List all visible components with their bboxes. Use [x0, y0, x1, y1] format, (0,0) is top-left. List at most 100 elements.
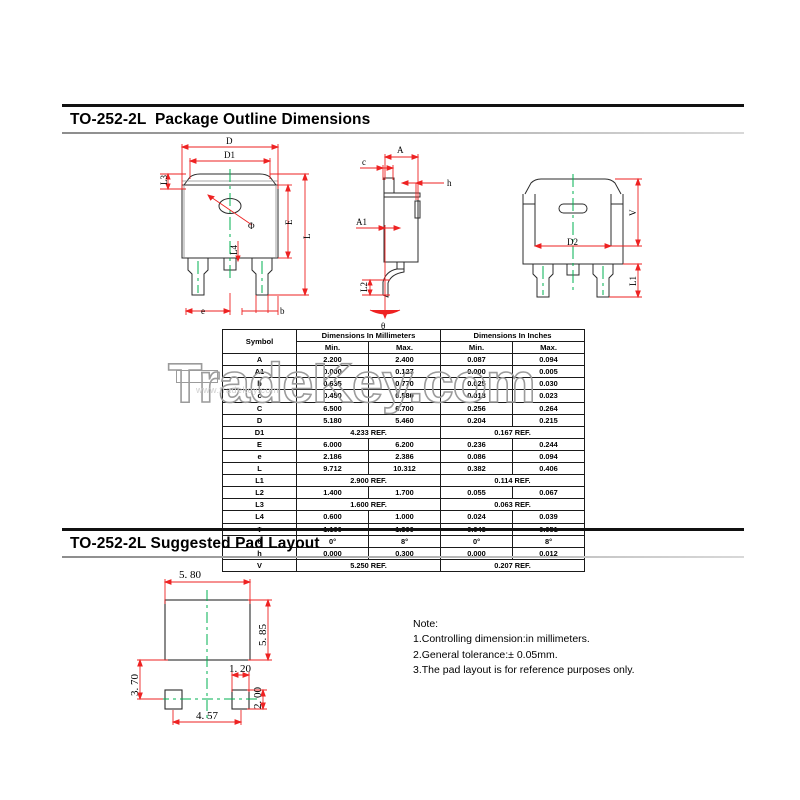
cell-mm-ref: 5.250 REF.: [296, 558, 441, 572]
notes-heading: Note:: [413, 618, 439, 630]
drawing-pad-layout: 5. 80 4. 57 1. 20 5. 85 3. 70 2. 00: [118, 562, 293, 732]
cell-mm-min: 6.500: [296, 401, 369, 415]
label-e: e: [201, 306, 205, 316]
cell-in-max: 0.406: [511, 462, 586, 476]
cell-symbol: A1: [222, 365, 297, 379]
cell-in-min: 0.382: [440, 462, 513, 476]
label-L3: L3: [159, 175, 169, 185]
label-L1: L1: [628, 276, 638, 286]
cell-in-ref: 0.063 REF.: [439, 498, 586, 512]
cell-mm-max: 0.770: [368, 377, 441, 391]
cell-symbol: L3: [222, 498, 297, 512]
cell-mm-min: 2.186: [296, 449, 369, 464]
note-item: 3.The pad layout is for reference purpos…: [413, 664, 635, 677]
pad-label-lead-offset: 3. 70: [129, 674, 141, 697]
cell-mm-min: 0.000: [296, 365, 369, 379]
pad-label-height: 5. 85: [257, 624, 269, 647]
cell-symbol: b: [222, 377, 297, 391]
drawing-side-view: A c h A1 θ L2: [352, 140, 487, 331]
cell-symbol: A: [222, 353, 297, 367]
cell-symbol: L1: [222, 474, 297, 488]
header-rule-bottom-2: [62, 556, 744, 558]
cell-mm-min: 6.000: [296, 437, 369, 451]
cell-mm-max: 5.460: [368, 413, 441, 427]
cell-mm-max: 6.200: [368, 437, 441, 451]
cell-in-min: 0.086: [440, 449, 513, 464]
cell-mm-max: 6.700: [368, 401, 441, 415]
cell-mm-min: 2.200: [296, 353, 369, 367]
cell-in-max: 0.215: [511, 413, 586, 427]
header-rule-bottom: [62, 132, 744, 134]
label-phi: Φ: [248, 221, 255, 231]
cell-in-min: 0.000: [440, 365, 513, 379]
cell-in-max: 0.264: [511, 401, 586, 415]
cell-in-max: 8°: [511, 534, 586, 548]
cell-in-min: 0.236: [440, 437, 513, 451]
cell-symbol: C: [222, 401, 297, 415]
watermark-bar: [176, 370, 218, 383]
label-A1: A1: [356, 217, 367, 227]
label-A: A: [397, 145, 404, 155]
cell-in-max: 0.023: [511, 389, 586, 403]
cell-symbol: L2: [222, 486, 297, 500]
cell-mm-max: 1.000: [368, 510, 441, 524]
label-theta: θ: [381, 321, 385, 331]
section-header-outline: TO-252-2L Package Outline Dimensions: [62, 104, 744, 134]
cell-in-min: 0.025: [440, 377, 513, 391]
header-rule-top-2: [62, 528, 744, 531]
pad-label-pad-width: 1. 20: [229, 663, 252, 675]
cell-mm-min: 9.712: [296, 462, 369, 476]
center-line: [542, 174, 604, 295]
cell-in-max: 0.094: [511, 353, 586, 367]
label-L4: L4: [229, 245, 239, 255]
label-h: h: [447, 178, 452, 188]
cell-in-min: 0.024: [440, 510, 513, 524]
header-symbol: Symbol: [222, 328, 297, 355]
center-line: [158, 590, 258, 722]
note-item: 2.General tolerance:± 0.05mm.: [413, 648, 558, 661]
pad-label-pitch: 4. 57: [196, 710, 219, 722]
label-D1: D1: [224, 150, 235, 160]
center-line: [197, 169, 263, 293]
cell-mm-max: 0.580: [368, 389, 441, 403]
cell-mm-max: 2.400: [368, 353, 441, 367]
cell-mm-max: 10.312: [368, 462, 441, 476]
page-title-pad: TO-252-2L Suggested Pad Layout: [70, 535, 320, 552]
header-in-min: Min.: [440, 341, 513, 355]
cell-in-ref: 0.114 REF.: [439, 474, 586, 488]
header-mm-min: Min.: [296, 341, 369, 355]
cell-symbol: E: [222, 437, 297, 451]
cell-mm-max: 2.386: [368, 449, 441, 464]
cell-in-max: 0.067: [511, 486, 586, 500]
label-D2: D2: [567, 237, 578, 247]
cell-in-max: 0.030: [511, 377, 586, 391]
cell-in-ref: 0.167 REF.: [439, 425, 586, 439]
cell-symbol: D: [222, 413, 297, 427]
cell-mm-min: 0.635: [296, 377, 369, 391]
cell-mm-max: 0.127: [368, 365, 441, 379]
table-header-row-2: Min. Max. Min. Max.: [223, 341, 586, 355]
label-L: L: [302, 234, 312, 240]
cell-in-min: 0°: [440, 534, 513, 548]
cell-mm-max: 1.700: [368, 486, 441, 500]
cell-mm-min: 1.400: [296, 486, 369, 500]
table-header-row-1: Symbol Dimensions In Millimeters Dimensi…: [222, 328, 586, 355]
cell-mm-ref: 2.900 REF.: [296, 474, 441, 488]
header-inches: Dimensions In Inches: [439, 328, 586, 343]
label-D: D: [226, 136, 233, 146]
label-V: V: [628, 209, 638, 216]
cell-in-min: 0.087: [440, 353, 513, 367]
header-rule-top: [62, 104, 744, 107]
cell-in-max: 0.244: [511, 437, 586, 451]
